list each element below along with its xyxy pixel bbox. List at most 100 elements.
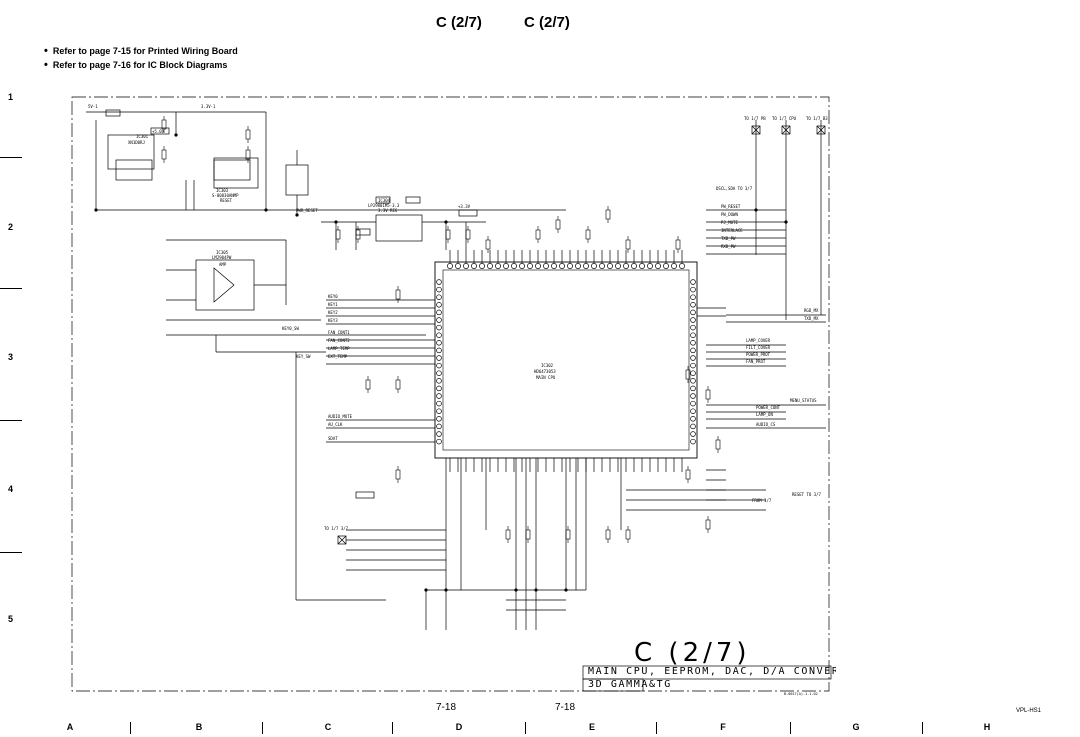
cpu-pin	[631, 263, 637, 269]
cpu-pin	[639, 263, 645, 269]
reg2-name: RESET	[220, 198, 233, 203]
cpu-pin	[519, 263, 525, 269]
cpu-pin	[436, 378, 442, 384]
component-mark	[715, 439, 721, 450]
ref-pwb-text: Refer to page 7-15 for Printed Wiring Bo…	[52, 46, 238, 56]
cpu-pin	[511, 263, 517, 269]
cpu-pin	[436, 317, 442, 323]
right-signal-label: RESET TO 3/7	[792, 492, 821, 497]
right-signal-label: FAN_PROT	[746, 359, 766, 364]
reg1-box	[107, 134, 155, 170]
page-title-left: C (2/7)	[436, 14, 482, 31]
cpu-pin	[690, 286, 696, 293]
rail-5v0-label: +5.0V	[152, 129, 165, 134]
cpu-pin	[436, 408, 442, 414]
right-signal-label: RGD_MX	[804, 308, 819, 313]
right-signal-label: POWER_CONT	[756, 405, 781, 410]
left-signal-label: FAN_CONT1	[328, 330, 350, 335]
right-signal-label: AUDIO_CS	[756, 422, 776, 427]
cpu-pin	[690, 309, 696, 316]
board-frame	[71, 96, 830, 692]
reg1-part: XN1D0RJ	[128, 140, 145, 145]
col-label-g: G	[852, 722, 860, 732]
right-signal-label: POWER_PROT	[746, 352, 771, 357]
cpu-pin	[655, 263, 661, 269]
right-signal-label: TXD_MX	[804, 316, 819, 321]
left-signal-label: PWR_RESET	[296, 208, 318, 213]
component-mark	[365, 379, 371, 390]
cpu-pin	[436, 279, 442, 285]
cpu-pin	[647, 263, 653, 269]
component-mark	[485, 239, 491, 250]
component-mark	[565, 529, 571, 540]
col-divider	[262, 722, 263, 734]
to-label-b3: TO 1/7 B3	[806, 116, 828, 121]
page-number-right: 7-18	[555, 702, 576, 713]
reg2-box	[213, 157, 259, 189]
ref-icbd-text: Refer to page 7-16 for IC Block Diagrams	[52, 60, 228, 70]
cpu-pin	[615, 263, 621, 269]
cpu-pin	[690, 332, 696, 338]
cpu-pin	[690, 378, 696, 384]
schematic-diagram: 5V-1 3.3V-1 +5.0V +3.3V IC301 XN1D0RJ IC…	[71, 96, 836, 696]
left-signal-label: AUDIO_MUTE	[328, 414, 353, 419]
drawing-code: B-0017(A)-1-1-02	[784, 692, 818, 696]
cpu-pin	[690, 279, 696, 285]
cpu-pin	[436, 385, 442, 392]
component-mark	[395, 469, 401, 480]
reg2-ref: IC303	[216, 188, 229, 193]
cpu-pin	[436, 362, 442, 369]
eeprom-part: LP2980IM5-3.3	[368, 203, 400, 208]
cpu-pin	[495, 263, 501, 269]
component-mark	[535, 229, 541, 240]
ref-line-icbd: •Refer to page 7-16 for IC Block Diagram…	[44, 59, 227, 71]
component-mark	[625, 239, 631, 250]
component-mark	[161, 149, 167, 160]
cpu-pin	[436, 431, 442, 437]
col-label-b: B	[195, 722, 203, 732]
component-mark	[685, 369, 691, 380]
col-label-e: E	[588, 722, 595, 732]
col-label-a: A	[66, 722, 74, 732]
row-divider	[0, 552, 22, 553]
component-mark	[705, 389, 711, 400]
component-mark	[445, 229, 451, 240]
left-signal-label: AU_CLK	[328, 422, 343, 427]
cpu-pin	[455, 263, 461, 269]
col-label-h: H	[983, 722, 991, 732]
component-mark	[245, 149, 251, 160]
col-label-c: C	[324, 722, 332, 732]
component-mark	[395, 379, 401, 390]
cpu-pin	[436, 393, 442, 399]
cpu-pin	[535, 263, 541, 269]
row-label-3: 3	[8, 352, 14, 362]
right-signal-label: LAMP_ON	[756, 412, 773, 417]
col-divider	[525, 722, 526, 734]
component-mark	[605, 209, 611, 220]
col-label-d: D	[455, 722, 463, 732]
component-mark	[505, 529, 511, 540]
col-divider	[656, 722, 657, 734]
col-label-f: F	[720, 722, 726, 732]
row-label-5: 5	[8, 614, 14, 624]
amp-name: AMP	[219, 262, 227, 267]
right-signal-label: RXD_PW	[721, 244, 736, 249]
board-title: C (2/7)	[634, 638, 751, 668]
ref-line-pwb: •Refer to page 7-15 for Printed Wiring B…	[44, 45, 238, 57]
cpu-pin	[436, 302, 442, 308]
reg1-ref: IC301	[136, 134, 149, 139]
cpu-pin	[690, 317, 696, 323]
component-mark	[465, 229, 471, 240]
cpu-pin	[690, 400, 696, 407]
component-mark	[605, 529, 611, 540]
to-label-cpu: TO 1/7 CPU	[772, 116, 797, 121]
cpu-pin	[690, 438, 696, 445]
cpu-pin	[690, 431, 696, 437]
cpu-pin	[436, 423, 442, 430]
col-divider	[790, 722, 791, 734]
amp-box	[195, 259, 255, 311]
amp-part: LM2904PW	[212, 255, 232, 260]
eeprom-name: 3.3V REG	[378, 208, 398, 213]
cpu-pin	[679, 263, 685, 269]
component-mark	[555, 219, 561, 230]
